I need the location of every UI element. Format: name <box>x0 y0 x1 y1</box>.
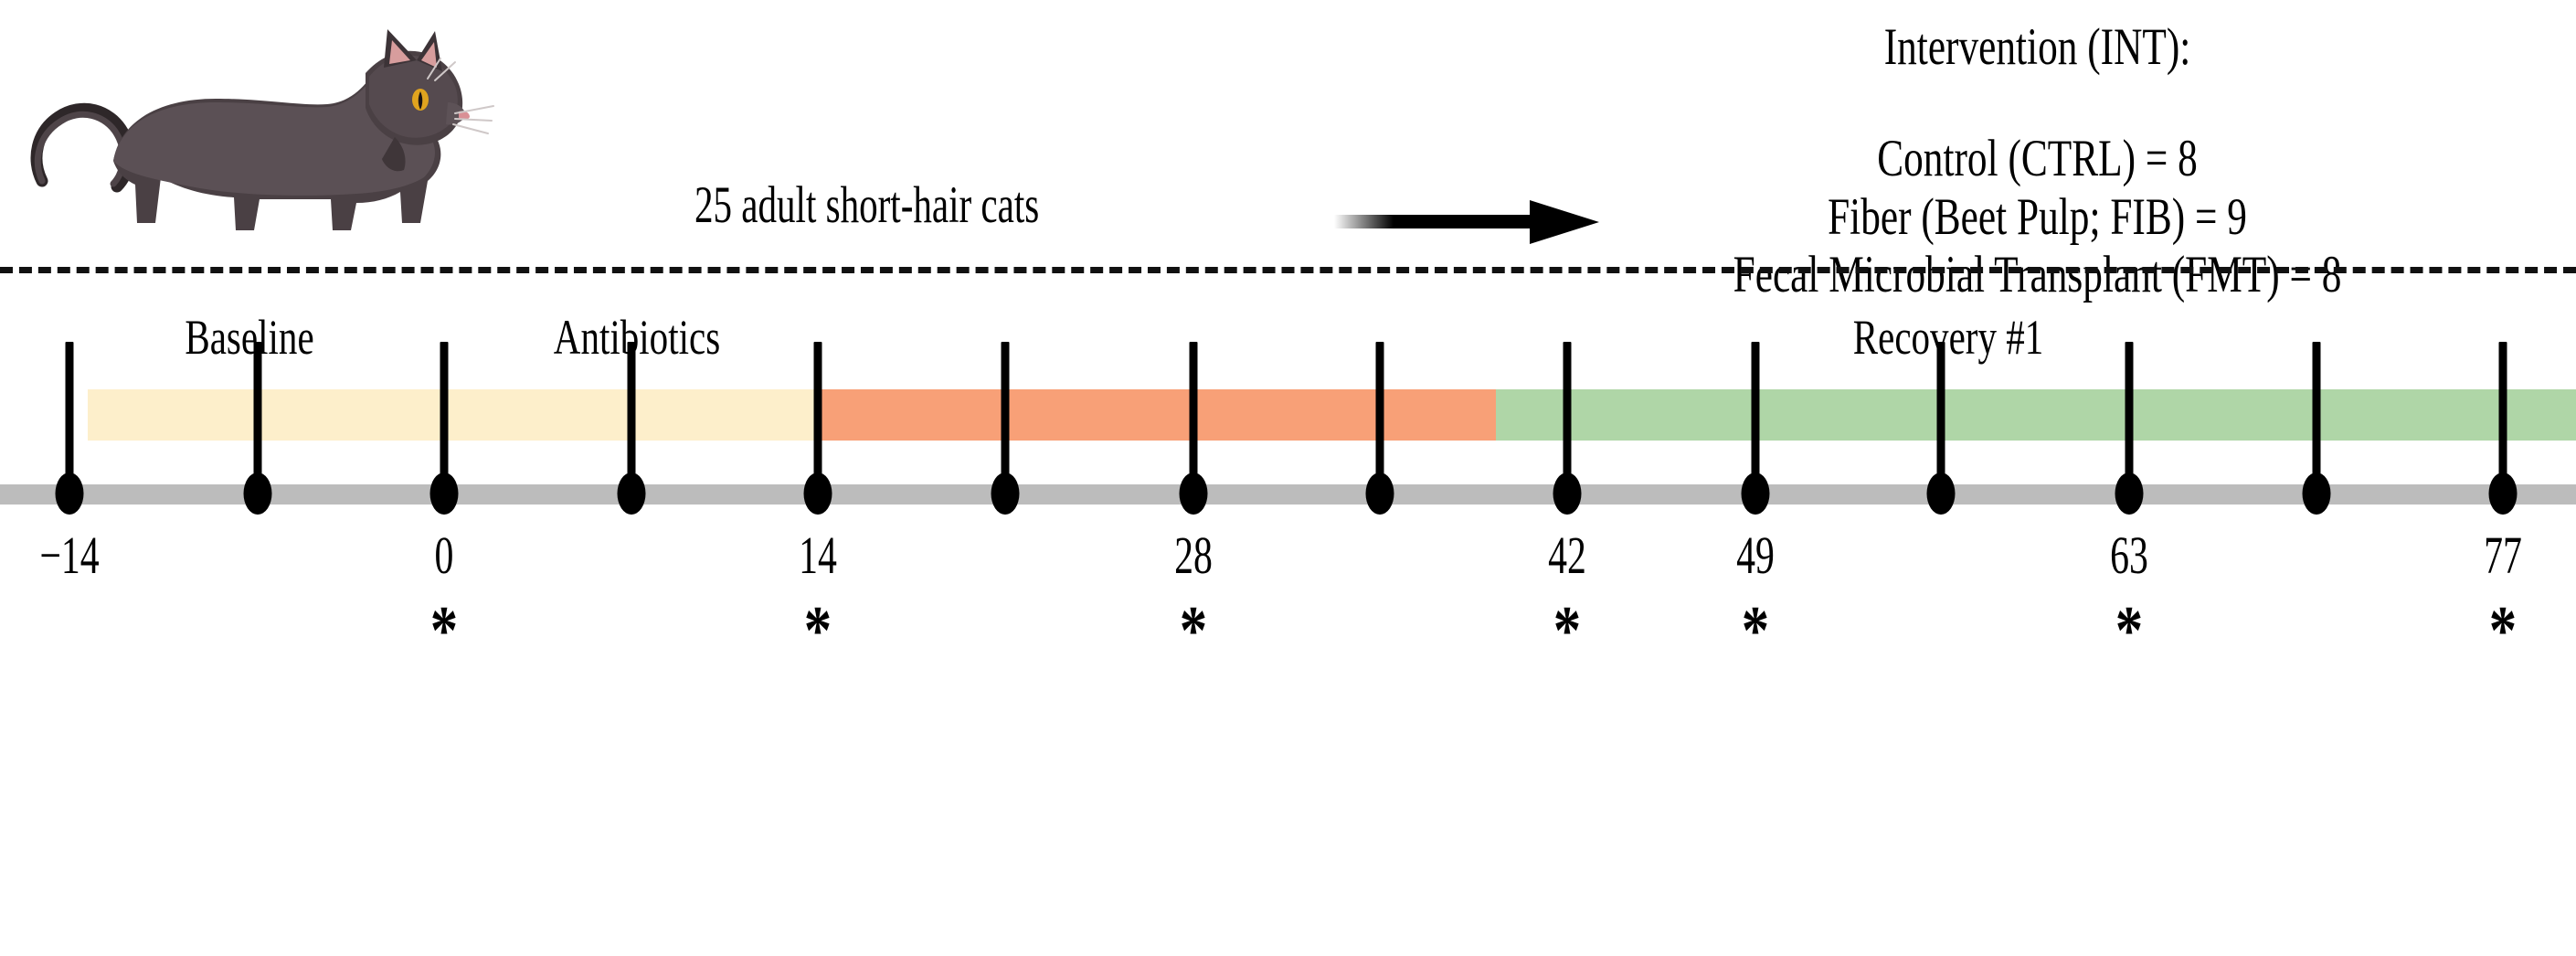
phase-label-antibiotics: Antibiotics <box>553 310 720 365</box>
timeline-tick <box>440 342 449 493</box>
phase-label-recovery-1: Recovery #1 <box>1852 310 2043 365</box>
timeline-tick-dot <box>429 473 459 515</box>
phase-bar-antibiotics <box>814 389 1496 441</box>
day-label: 77 <box>2484 526 2522 585</box>
timeline-tick <box>2312 342 2321 493</box>
timeline-tick-dot <box>1553 473 1582 515</box>
timeline-tick <box>2498 342 2507 493</box>
intervention-group-fib: Fiber (Beet Pulp; FIB) = 9 <box>1828 187 2247 246</box>
day-label: −14 <box>39 526 101 585</box>
phase-bar-baseline <box>88 389 815 441</box>
timeline-tick-dot <box>1741 473 1770 515</box>
timeline-tick-dot <box>2115 473 2144 515</box>
cat-illustration-icon <box>26 4 501 250</box>
intervention-group-fmt: Fecal Microbial Transplant (FMT) = 8 <box>1733 246 2342 304</box>
timeline-tick-dot <box>803 473 832 515</box>
timeline-axis <box>0 484 2576 505</box>
phase-bar-recovery-1 <box>1495 389 2576 441</box>
timeline-tick <box>1936 342 1945 493</box>
intervention-title: Intervention (INT): <box>1883 18 2191 76</box>
timeline-tick <box>1189 342 1198 493</box>
day-label: 14 <box>798 526 837 585</box>
intervention-block: Intervention (INT): Control (CTRL) = 8 F… <box>1499 18 2576 304</box>
timeline-tick <box>2125 342 2134 493</box>
day-label: 63 <box>2109 526 2148 585</box>
phase-label-baseline: Baseline <box>185 310 314 365</box>
sampling-marker: * <box>1553 592 1582 669</box>
timeline-tick-dot <box>55 473 84 515</box>
timeline-tick-dot <box>2302 473 2331 515</box>
timeline-tick <box>253 342 262 493</box>
sampling-marker: * <box>2488 592 2518 669</box>
timeline-tick-dot <box>243 473 272 515</box>
sampling-marker: * <box>1179 592 1208 669</box>
section-divider <box>0 267 2576 273</box>
timeline-tick <box>1751 342 1760 493</box>
day-label: 0 <box>434 526 454 585</box>
day-label: 49 <box>1735 526 1775 585</box>
timeline-tick-dot <box>1365 473 1394 515</box>
timeline-tick <box>627 342 636 493</box>
cohort-label: 25 adult short-hair cats <box>694 176 1040 234</box>
timeline-tick-dot <box>1926 473 1956 515</box>
timeline-tick-dot <box>1179 473 1208 515</box>
intervention-group-ctrl: Control (CTRL) = 8 <box>1877 129 2198 187</box>
timeline-tick-dot <box>617 473 646 515</box>
sampling-marker: * <box>429 592 458 669</box>
sampling-marker: * <box>2115 592 2143 669</box>
sampling-marker: * <box>803 592 832 669</box>
timeline-tick <box>1375 342 1384 493</box>
right-arrow-icon <box>1334 197 1608 248</box>
day-label: 28 <box>1173 526 1213 585</box>
timeline-tick <box>1001 342 1010 493</box>
timeline-tick <box>1563 342 1572 493</box>
timeline-tick-dot <box>991 473 1020 515</box>
timeline-tick-dot <box>2488 473 2518 515</box>
sampling-marker: * <box>1741 592 1769 669</box>
timeline-tick <box>65 342 74 493</box>
timeline-tick <box>813 342 822 493</box>
day-label: 42 <box>1548 526 1586 585</box>
